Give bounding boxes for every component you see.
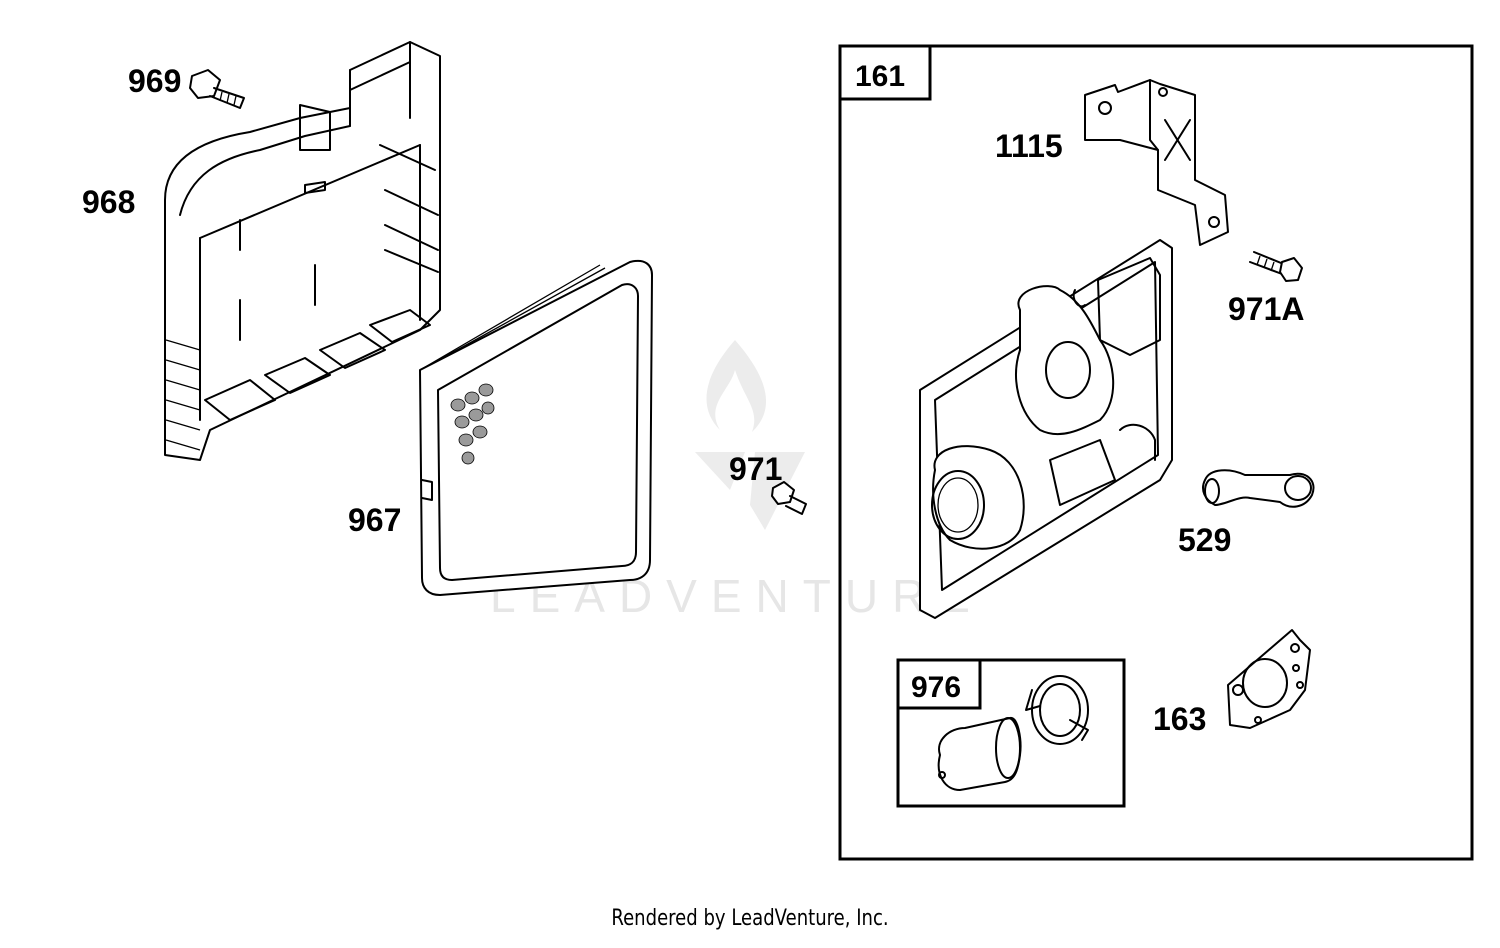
clamp-976-drawing [1025, 675, 1089, 745]
bulb-976-drawing [937, 717, 1022, 791]
kit-box-976 [896, 658, 1126, 808]
part-label-976: 976 [911, 671, 961, 704]
elbow-tube-529-drawing [1202, 469, 1315, 508]
part-label-971a: 971A [1228, 291, 1305, 327]
screw-971a-drawing [1249, 251, 1303, 282]
part-label-968: 968 [82, 184, 135, 220]
part-label-967: 967 [348, 502, 401, 538]
flame-logo-icon [695, 340, 805, 530]
air-filter-967-drawing [419, 259, 653, 596]
part-label-163: 163 [1153, 701, 1206, 737]
watermark: LEADVENTURE [490, 340, 970, 622]
part-label-971: 971 [729, 451, 782, 487]
assembly-box-161 [838, 44, 1474, 861]
bolt-969-drawing [189, 69, 245, 109]
screw-971-drawing [771, 481, 807, 515]
air-cleaner-cover-968-drawing [164, 41, 441, 461]
part-label-529: 529 [1178, 522, 1231, 558]
part-label-969: 969 [128, 63, 181, 99]
footer-credit: Rendered by LeadVenture, Inc. [611, 906, 889, 931]
base-plate-drawing [919, 239, 1173, 619]
filter-mesh [450, 383, 495, 465]
part-label-161: 161 [855, 60, 905, 93]
part-label-1115: 1115 [995, 128, 1063, 164]
bracket-1115-drawing [1084, 79, 1229, 246]
gasket-163-drawing [1227, 629, 1311, 729]
